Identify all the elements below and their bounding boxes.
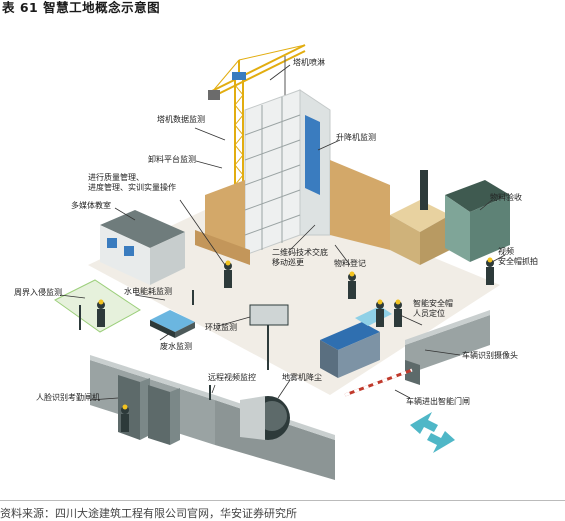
label-video-helmet: 视频 安全帽抓拍 bbox=[498, 247, 538, 266]
figure-title: 表 61 智慧工地概念示意图 bbox=[2, 0, 161, 15]
label-perimeter: 周界入侵监测 bbox=[14, 288, 62, 297]
label-remote-video: 远程视频监控 bbox=[208, 373, 256, 382]
classroom-building bbox=[100, 210, 185, 285]
truck bbox=[320, 306, 392, 378]
crane-cab bbox=[232, 72, 246, 80]
label-unload-platform: 卸料平台监测 bbox=[148, 155, 196, 164]
label-vehicle-cam: 车辆识别摄像头 bbox=[462, 351, 518, 360]
label-wastewater: 废水监测 bbox=[160, 342, 192, 351]
label-smart-helmet: 智能安全帽 人员定位 bbox=[413, 299, 453, 318]
label-material-register: 物料登记 bbox=[334, 259, 366, 268]
site-ground bbox=[88, 185, 500, 395]
crane-counterweight bbox=[208, 90, 220, 100]
leader-lines bbox=[59, 64, 506, 401]
source-note: 资料来源：四川大途建筑工程有限公司官网，华安证券研究所 bbox=[0, 507, 297, 520]
monitor-poles bbox=[79, 290, 269, 400]
in-out-arrows-icon bbox=[410, 412, 455, 453]
label-face-gate: 人脸识别考勤闸机 bbox=[36, 393, 100, 402]
label-media-room: 多媒体教室 bbox=[71, 201, 111, 210]
label-material-check: 物料验收 bbox=[490, 193, 522, 202]
building-frame bbox=[244, 89, 331, 256]
label-qr-code: 二维码技术交底 移动巡更 bbox=[272, 248, 328, 267]
label-env-monitor: 环境监测 bbox=[205, 323, 237, 332]
vehicle-barrier bbox=[344, 360, 420, 397]
fog-cannon bbox=[240, 396, 290, 440]
header-bar: 表 61 智慧工地概念示意图 bbox=[0, 0, 565, 16]
label-smart-gate: 车辆进出智能门闸 bbox=[406, 397, 470, 406]
label-lift-monitor: 升降机监测 bbox=[336, 133, 376, 142]
workers bbox=[97, 257, 494, 432]
label-tower-data: 塔机数据监测 bbox=[157, 115, 205, 124]
footer-rule bbox=[0, 500, 565, 501]
label-fog-cannon: 地雾机降尘 bbox=[282, 373, 322, 382]
forklift bbox=[420, 170, 510, 262]
label-progress: 进行质量管理、 进度管理、实训实量操作 bbox=[88, 173, 176, 192]
label-tower-spray: 塔机喷淋 bbox=[293, 58, 325, 67]
env-monitor-board bbox=[249, 304, 289, 326]
label-water-power: 水电能耗监测 bbox=[124, 287, 172, 296]
material-pallets bbox=[390, 200, 450, 265]
brick-wall bbox=[195, 160, 390, 265]
